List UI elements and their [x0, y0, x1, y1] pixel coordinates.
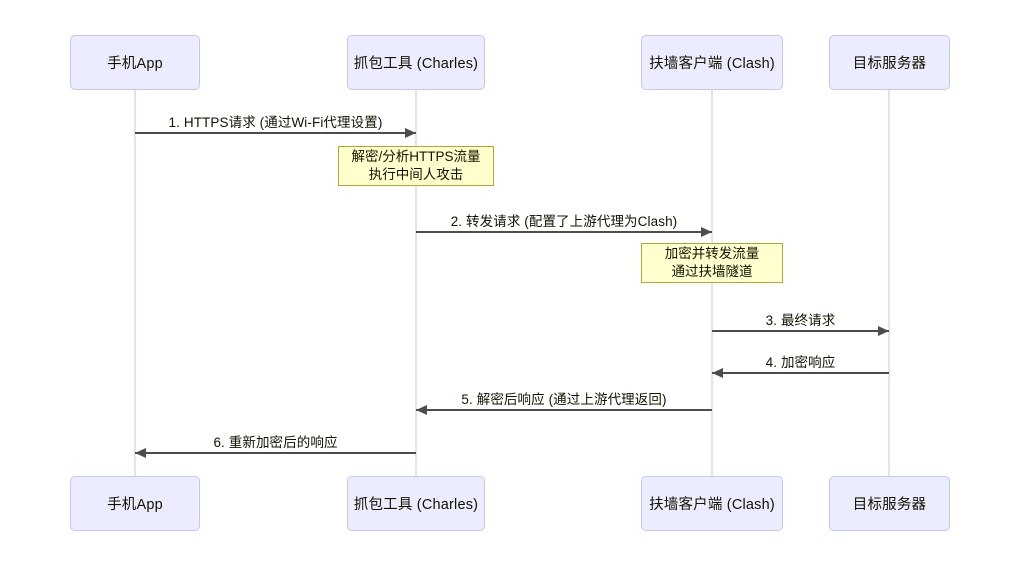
- note-clash: 加密并转发流量通过扶墙隧道: [641, 243, 783, 283]
- actor-clash-bottom[interactable]: 扶墙客户端 (Clash): [641, 476, 783, 531]
- arrow-head-4-icon: [712, 368, 723, 378]
- message-label-2: 2. 转发请求 (配置了上游代理为Clash): [450, 214, 678, 229]
- note-line-2: 通过扶墙隧道: [671, 264, 753, 279]
- actor-charles-bottom[interactable]: 抓包工具 (Charles): [347, 476, 485, 531]
- actor-label: 扶墙客户端 (Clash): [649, 56, 775, 72]
- actor-label: 目标服务器: [852, 497, 927, 513]
- actor-label: 扶墙客户端 (Clash): [649, 497, 775, 513]
- arrow-head-1-icon: [405, 128, 416, 138]
- message-line-1: [135, 132, 416, 134]
- arrow-head-3-icon: [878, 326, 889, 336]
- actor-label: 抓包工具 (Charles): [353, 56, 479, 72]
- actor-label: 目标服务器: [852, 56, 927, 72]
- actor-app-top[interactable]: 手机App: [70, 35, 200, 90]
- message-label-4: 4. 加密响应: [765, 355, 836, 370]
- message-label-1: 1. HTTPS请求 (通过Wi-Fi代理设置): [168, 115, 383, 130]
- arrow-head-5-icon: [416, 405, 427, 415]
- note-line-2: 执行中间人攻击: [368, 167, 464, 182]
- message-label-6: 6. 重新加密后的响应: [213, 435, 338, 450]
- actor-clash-top[interactable]: 扶墙客户端 (Clash): [641, 35, 783, 90]
- message-label-3: 3. 最终请求: [765, 313, 836, 328]
- actor-label: 手机App: [107, 497, 163, 513]
- lifeline-server: [888, 90, 890, 476]
- actor-label: 抓包工具 (Charles): [353, 497, 479, 513]
- arrow-head-6-icon: [135, 448, 146, 458]
- actor-app-bottom[interactable]: 手机App: [70, 476, 200, 531]
- actor-server-bottom[interactable]: 目标服务器: [829, 476, 950, 531]
- message-line-3: [712, 330, 889, 332]
- note-charles: 解密/分析HTTPS流量执行中间人攻击: [338, 146, 494, 186]
- message-line-4: [712, 372, 889, 374]
- message-line-2: [416, 231, 712, 233]
- lifeline-app: [134, 90, 136, 476]
- note-line-1: 解密/分析HTTPS流量: [351, 148, 481, 164]
- actor-server-top[interactable]: 目标服务器: [829, 35, 950, 90]
- note-line-1: 加密并转发流量: [664, 245, 760, 261]
- arrow-head-2-icon: [701, 227, 712, 237]
- actor-charles-top[interactable]: 抓包工具 (Charles): [347, 35, 485, 90]
- actor-label: 手机App: [107, 56, 163, 72]
- lifeline-charles: [415, 90, 417, 476]
- message-label-5: 5. 解密后响应 (通过上游代理返回): [461, 392, 667, 407]
- message-line-6: [135, 452, 416, 454]
- message-line-5: [416, 409, 712, 411]
- lifeline-clash: [711, 90, 713, 476]
